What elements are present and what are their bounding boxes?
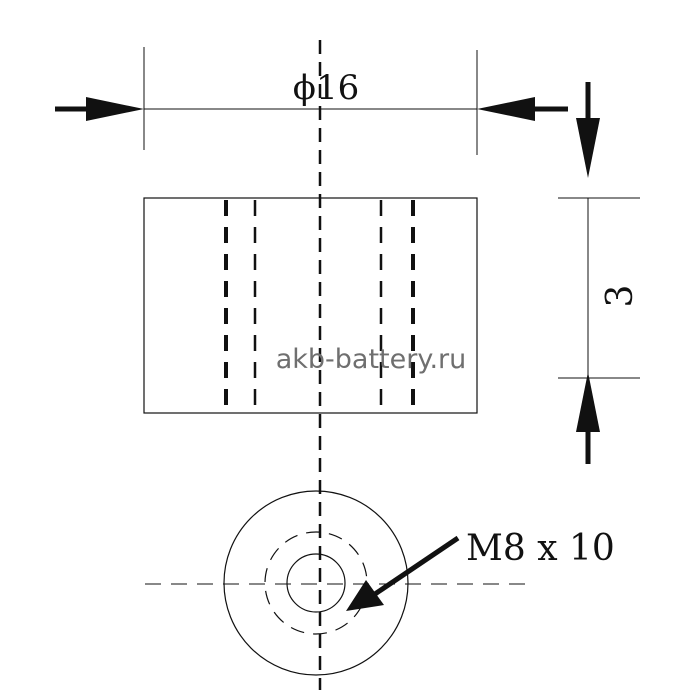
leader-arrow-head (346, 580, 384, 611)
left-arrow-head (86, 97, 144, 121)
side-view (143, 197, 478, 414)
thread-hidden-circle (264, 531, 368, 635)
diameter-label: ϕ16 (293, 68, 359, 108)
bore-circle (286, 553, 346, 613)
right-arrow-head (477, 97, 535, 121)
thread-leader (346, 535, 460, 611)
thread-label: M8 x 10 (466, 528, 615, 569)
diameter-dimension: ϕ16 (55, 47, 568, 155)
height-label: 3 (600, 285, 641, 308)
side-view-outline (143, 197, 478, 414)
outer-circle (223, 490, 409, 676)
top-view (145, 490, 525, 676)
height-dimension: 3 (558, 82, 641, 464)
leader-line (373, 535, 460, 597)
bottom-arrow-head (576, 372, 600, 432)
watermark: akb-battery.ru (276, 344, 467, 375)
top-arrow-head (576, 118, 600, 178)
